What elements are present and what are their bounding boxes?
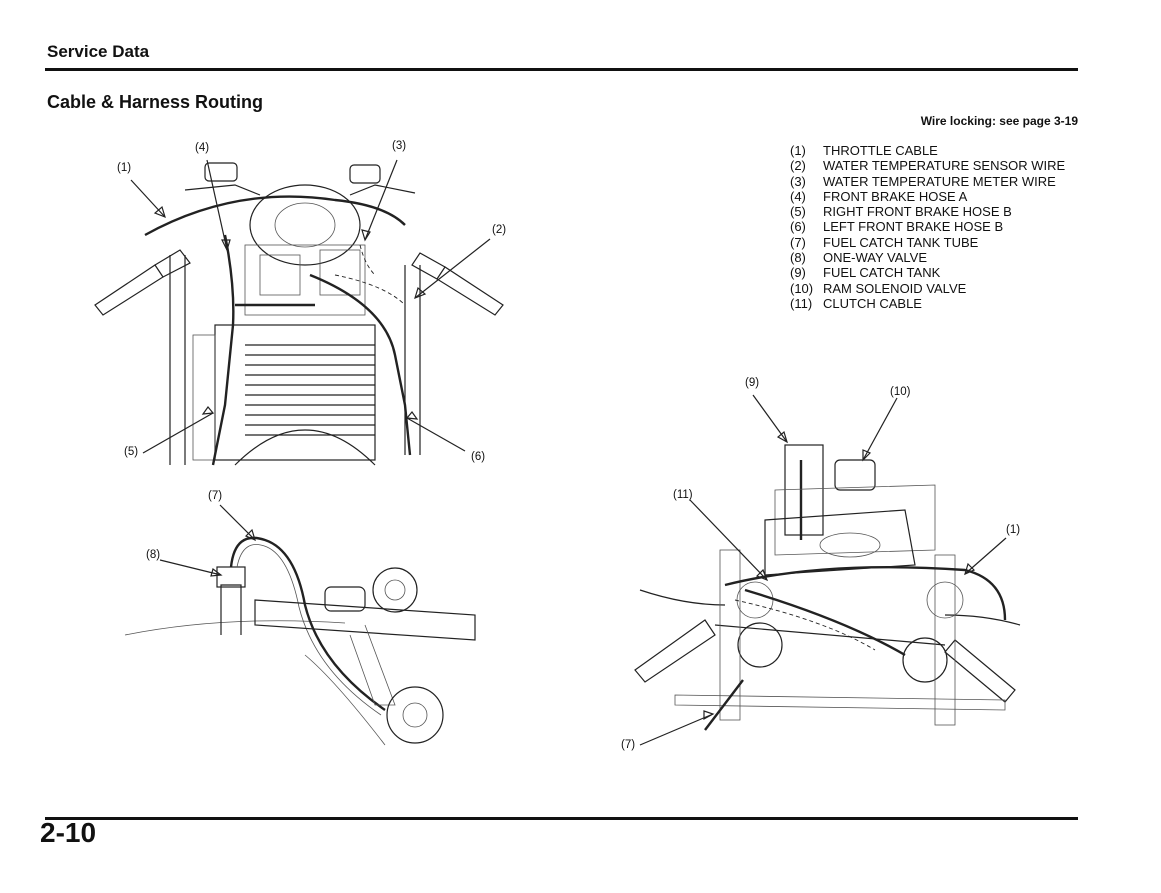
legend-item: (1) THROTTLE CABLE <box>790 143 1065 158</box>
legend-item: (5) RIGHT FRONT BRAKE HOSE B <box>790 204 1065 219</box>
legend-item: (3) WATER TEMPERATURE METER WIRE <box>790 174 1065 189</box>
legend-number: (7) <box>790 234 806 250</box>
legend-number: (10) <box>790 280 814 296</box>
legend-number: (3) <box>790 173 806 189</box>
legend-item: (2) WATER TEMPERATURE SENSOR WIRE <box>790 158 1065 173</box>
legend-label: WATER TEMPERATURE METER WIRE <box>823 173 1056 189</box>
legend-label: FUEL CATCH TANK TUBE <box>823 234 979 250</box>
callout-label: (2) <box>492 224 507 236</box>
callout-label: (1) <box>1006 524 1021 536</box>
legend-number: (2) <box>790 158 806 174</box>
callout-label: (1) <box>117 162 132 174</box>
page-number: 2-10 <box>40 817 97 848</box>
callout-label: (5) <box>124 446 139 458</box>
callout-label: (10) <box>890 386 911 398</box>
page-title: Cable & Harness Routing <box>47 92 264 112</box>
front-view-illustration <box>94 159 504 466</box>
legend-label: FRONT BRAKE HOSE A <box>823 188 968 204</box>
legend-number: (6) <box>790 219 806 235</box>
legend-label: FUEL CATCH TANK <box>823 265 941 281</box>
legend-item: (6) LEFT FRONT BRAKE HOSE B <box>790 219 1065 234</box>
section-title: Service Data <box>47 42 150 61</box>
callout-label: (4) <box>195 142 210 154</box>
header-rule <box>45 68 1078 71</box>
wire-locking-note: Wire locking: see page 3-19 <box>920 114 1078 128</box>
legend-number: (1) <box>790 143 806 158</box>
legend-label: RIGHT FRONT BRAKE HOSE B <box>823 204 1012 220</box>
legend-label: RAM SOLENOID VALVE <box>823 280 967 296</box>
legend-number: (8) <box>790 250 806 266</box>
legend-item: (4) FRONT BRAKE HOSE A <box>790 189 1065 204</box>
legend-label: WATER TEMPERATURE SENSOR WIRE <box>823 158 1066 174</box>
legend-label: THROTTLE CABLE <box>823 143 938 158</box>
legend-number: (11) <box>790 295 813 311</box>
footer-rule <box>45 817 1078 820</box>
legend-item: (9) FUEL CATCH TANK <box>790 265 1065 280</box>
legend-item: (7) FUEL CATCH TANK TUBE <box>790 235 1065 250</box>
parts-legend: (1) THROTTLE CABLE (2) WATER TEMPERATURE S… <box>790 143 1065 311</box>
legend-item: (8) ONE-WAY VALVE <box>790 250 1065 265</box>
legend-item: (11) CLUTCH CABLE <box>790 296 1065 311</box>
callout-label: (9) <box>745 377 760 389</box>
callout-label: (6) <box>471 451 486 463</box>
callout-label: (7) <box>621 739 636 751</box>
legend-label: LEFT FRONT BRAKE HOSE B <box>823 219 1004 235</box>
legend-number: (5) <box>790 204 806 220</box>
legend-label: ONE-WAY VALVE <box>823 250 928 266</box>
legend-number: (9) <box>790 265 806 281</box>
callout-label: (7) <box>208 490 223 502</box>
handlebar-view-illustration <box>634 394 1021 746</box>
legend-label: CLUTCH CABLE <box>823 295 922 311</box>
callout-label: (8) <box>146 549 161 561</box>
legend-number: (4) <box>790 188 806 204</box>
callout-label: (3) <box>392 140 407 152</box>
legend-item: (10) RAM SOLENOID VALVE <box>790 281 1065 296</box>
callout-label: (11) <box>673 489 693 501</box>
catch-tank-tube-illustration <box>124 504 476 746</box>
